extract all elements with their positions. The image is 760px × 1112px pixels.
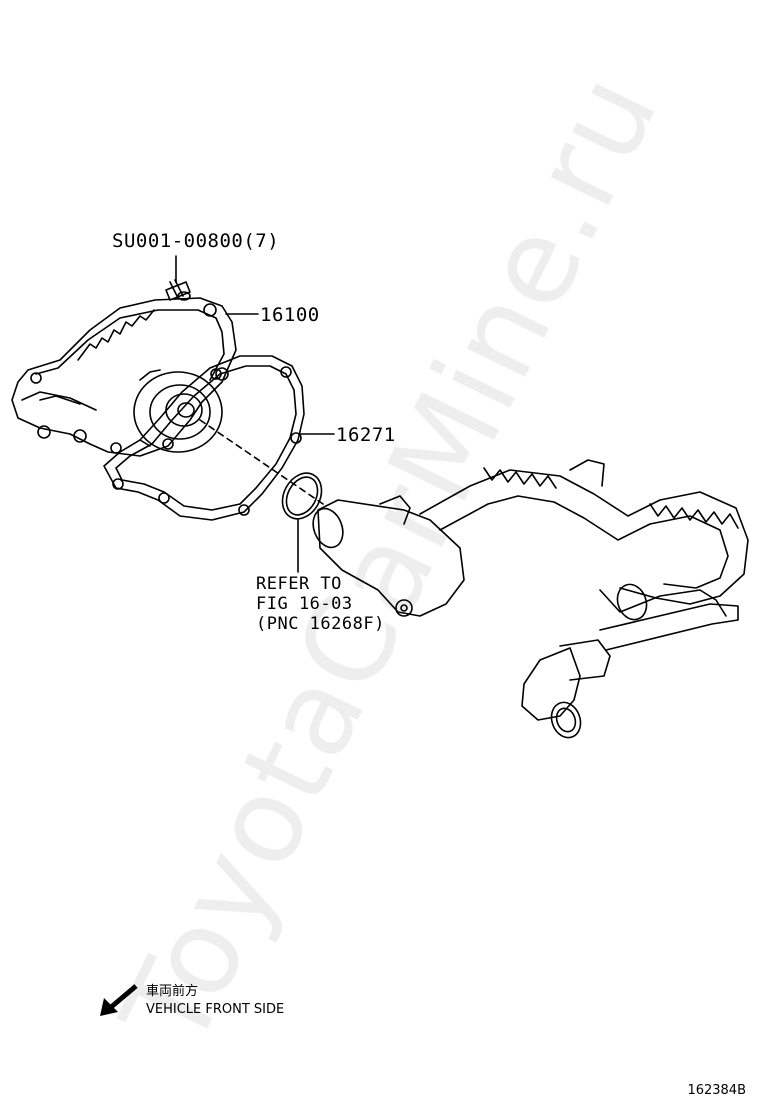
alignment-line bbox=[199, 419, 327, 507]
front-label-jp: 車両前方 bbox=[146, 984, 199, 999]
bolt-callout: SU001-00800(7) bbox=[112, 230, 280, 252]
o-ring-part bbox=[281, 472, 323, 520]
gasket-part bbox=[103, 355, 305, 521]
refer-note: REFER TO FIG 16-03 (PNC 16268F) bbox=[256, 574, 385, 634]
arrow-down-left-icon bbox=[100, 984, 138, 1016]
water-pump-part bbox=[11, 297, 237, 457]
water-pump-callout: 16100 bbox=[260, 304, 320, 326]
figure-code: 162384B bbox=[687, 1083, 746, 1098]
gasket-callout: 16271 bbox=[336, 424, 396, 446]
bolt-part bbox=[165, 279, 191, 301]
water-inlet-assembly bbox=[312, 459, 749, 739]
refer-line-1: REFER TO bbox=[256, 574, 342, 594]
refer-line-2: FIG 16-03 bbox=[256, 594, 353, 614]
refer-line-3: (PNC 16268F) bbox=[256, 614, 385, 634]
leader-lines bbox=[175, 255, 335, 573]
front-label-en: VEHICLE FRONT SIDE bbox=[146, 1002, 285, 1017]
